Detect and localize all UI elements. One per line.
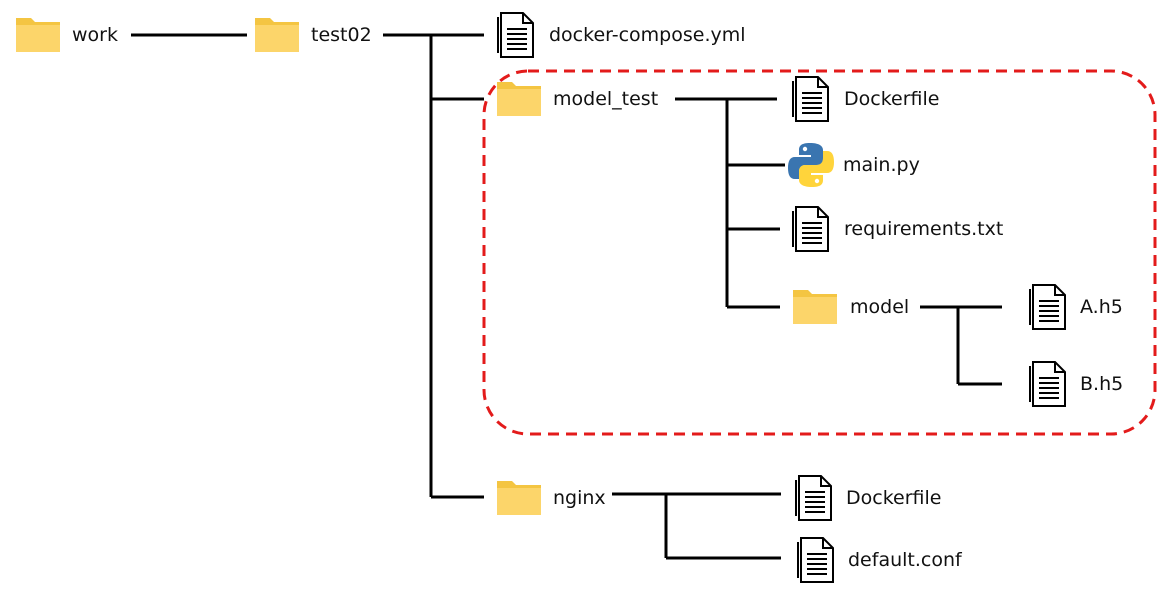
- node-work: work: [14, 11, 118, 59]
- node-label: requirements.txt: [844, 217, 1004, 240]
- node-label: docker-compose.yml: [549, 23, 746, 46]
- node-label: test02: [311, 23, 372, 46]
- file-icon: [795, 475, 832, 521]
- node-label: Dockerfile: [844, 87, 940, 110]
- folder-icon: [16, 18, 60, 52]
- file-icon: [792, 76, 829, 122]
- node-label: default.conf: [848, 548, 962, 571]
- node-label: work: [72, 23, 118, 46]
- node-test02: test02: [253, 11, 372, 59]
- python-icon: [788, 143, 834, 187]
- folder-icon: [497, 481, 541, 515]
- file-icon: [1029, 361, 1066, 407]
- node-model-test-dockerfile: Dockerfile: [787, 75, 939, 123]
- node-nginx-dockerfile: Dockerfile: [790, 474, 941, 522]
- node-label: nginx: [553, 486, 606, 509]
- node-model-test: model_test: [495, 75, 658, 123]
- node-a-h5: A.h5: [1024, 283, 1123, 331]
- folder-icon: [255, 18, 299, 52]
- node-docker-compose: docker-compose.yml: [492, 11, 746, 59]
- file-icon: [1029, 284, 1066, 330]
- node-b-h5: B.h5: [1024, 360, 1123, 408]
- node-label: Dockerfile: [846, 486, 942, 509]
- node-label: main.py: [843, 153, 920, 176]
- node-main-py: main.py: [787, 141, 920, 189]
- node-label: B.h5: [1080, 372, 1124, 395]
- highlight-box: [482, 69, 1157, 436]
- folder-icon: [793, 290, 837, 324]
- folder-icon: [497, 82, 541, 116]
- file-icon: [497, 12, 534, 58]
- node-label: A.h5: [1080, 295, 1123, 318]
- node-default-conf: default.conf: [792, 536, 962, 584]
- node-nginx: nginx: [495, 474, 606, 522]
- node-requirements: requirements.txt: [787, 205, 1003, 253]
- node-model: model: [791, 283, 909, 331]
- file-icon: [797, 537, 834, 583]
- file-icon: [792, 206, 829, 252]
- node-label: model_test: [553, 87, 659, 110]
- node-label: model: [850, 295, 910, 318]
